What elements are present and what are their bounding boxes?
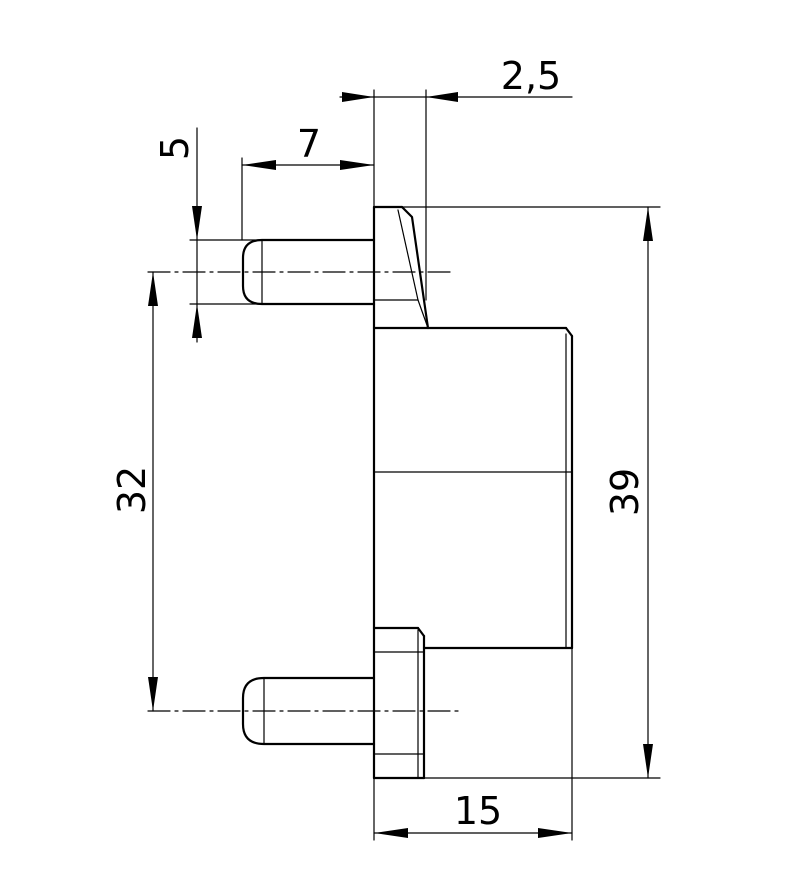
part-outline <box>372 205 574 780</box>
dim-label-top-thickness: 2,5 <box>501 54 561 98</box>
dim-label-pin-spacing: 32 <box>110 466 154 514</box>
arrow-right-icon <box>340 160 374 170</box>
dimension-pin-length: 7 <box>241 122 375 170</box>
dimension-body-depth: 15 <box>373 789 573 838</box>
dimension-pin-spacing: 32 <box>110 271 158 712</box>
arrow-up-icon <box>643 207 653 241</box>
arrow-up-icon <box>148 272 158 306</box>
arrow-down-icon <box>643 744 653 778</box>
dimension-top-thickness: 2,5 <box>339 54 573 102</box>
arrow-up-icon <box>192 304 202 338</box>
arrow-down-icon <box>148 677 158 711</box>
arrow-left-icon <box>374 828 408 838</box>
dimension-overall-height: 39 <box>603 206 653 779</box>
arrow-right-icon <box>342 92 374 102</box>
center-lines <box>147 271 463 712</box>
arrow-left-icon <box>242 160 276 170</box>
dim-label-body-depth: 15 <box>454 789 502 833</box>
extension-lines <box>189 89 661 841</box>
arrow-down-icon <box>192 206 202 240</box>
arrow-right-icon <box>538 828 572 838</box>
dim-label-overall-height: 39 <box>603 468 647 516</box>
dim-label-pin-length: 7 <box>297 122 321 166</box>
dim-label-pin-diameter: 5 <box>153 136 197 160</box>
dimension-pin-diameter: 5 <box>153 127 202 343</box>
arrow-left-icon <box>426 92 458 102</box>
